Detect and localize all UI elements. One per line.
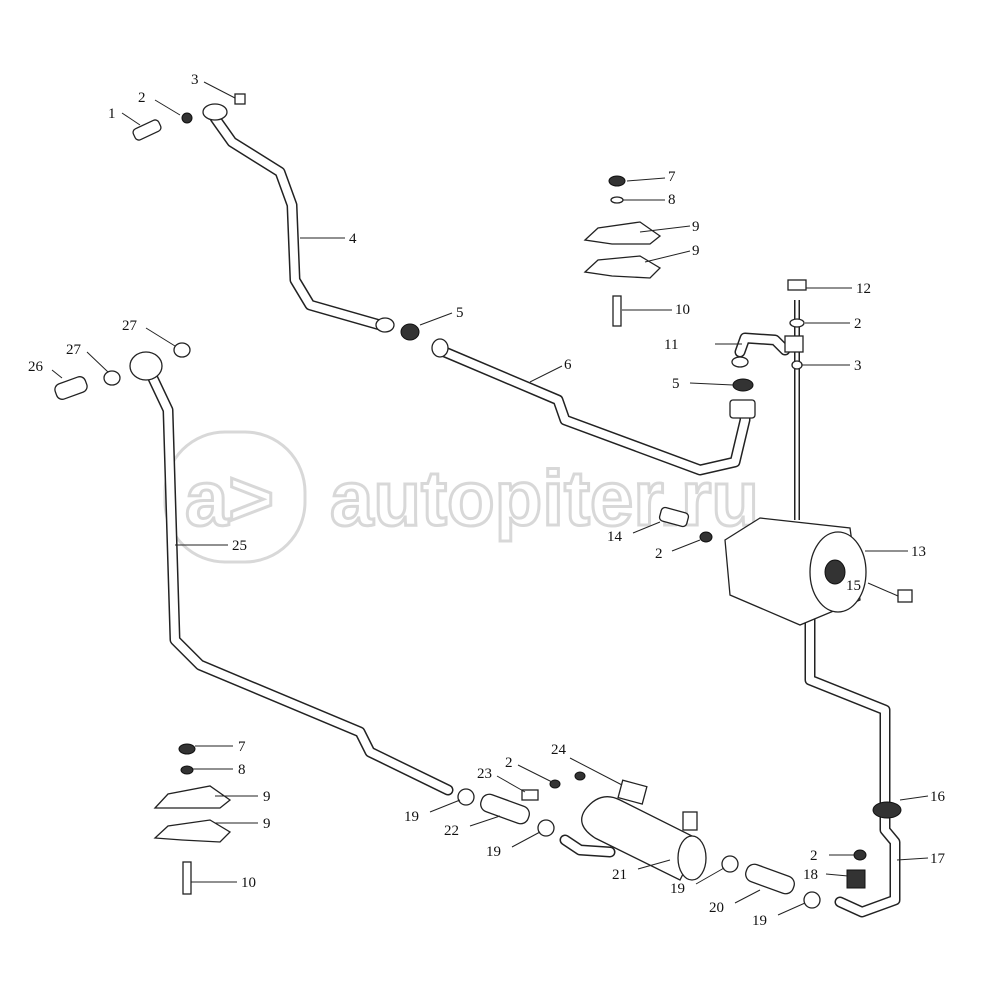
leader-line — [51, 369, 63, 379]
leader-line — [734, 889, 761, 904]
part-label: 8 — [668, 192, 676, 208]
pipe-inner — [211, 114, 384, 329]
leader-line — [637, 859, 671, 870]
leader-line — [517, 764, 553, 783]
part-label: 23 — [477, 766, 492, 782]
leader-line — [121, 112, 141, 126]
part-label: 9 — [692, 243, 700, 259]
part-label: 18 — [803, 867, 818, 883]
part-label: 25 — [232, 538, 247, 554]
leader-line — [644, 250, 691, 263]
leader-line — [569, 757, 623, 786]
part-label: 5 — [456, 305, 464, 321]
pipe-inner — [146, 368, 452, 794]
part-label: 7 — [668, 169, 676, 185]
leader-lines — [51, 81, 929, 916]
leader-line — [511, 831, 541, 848]
pipe-inner — [561, 836, 614, 856]
part-label: 16 — [930, 789, 946, 805]
leader-line — [145, 327, 176, 347]
part-label: 4 — [349, 231, 357, 247]
part-label: 1 — [108, 106, 116, 122]
leader-line — [825, 873, 849, 877]
leader-line — [689, 382, 734, 386]
part-label: 8 — [238, 762, 246, 778]
leader-line — [671, 539, 701, 552]
part-label: 27 — [122, 318, 138, 334]
leader-line — [867, 582, 899, 597]
part-label: 24 — [551, 742, 567, 758]
part-label: 19 — [486, 844, 501, 860]
leader-line — [419, 312, 453, 326]
pipe-inner — [806, 611, 899, 916]
part-label: 3 — [854, 358, 862, 374]
leader-line — [429, 799, 461, 813]
part-label: 9 — [692, 219, 700, 235]
part-label: 2 — [655, 546, 663, 562]
pipe — [144, 366, 454, 796]
part-label: 21 — [612, 867, 627, 883]
part-label: 2 — [138, 90, 146, 106]
part-label: 2 — [854, 316, 862, 332]
leader-line — [639, 225, 691, 233]
parts — [54, 93, 913, 909]
part-label: 12 — [856, 281, 871, 297]
part-label: 19 — [670, 881, 685, 897]
leader-line — [777, 902, 806, 916]
leader-line — [899, 795, 929, 801]
watermark-logo: a> — [185, 454, 274, 542]
part-label: 19 — [404, 809, 419, 825]
leader-line — [529, 365, 563, 383]
part-label: 9 — [263, 789, 271, 805]
leader-line — [86, 351, 109, 373]
pipe-inner — [736, 334, 789, 356]
leader-line — [896, 857, 929, 861]
part-label: 20 — [709, 900, 724, 916]
part-label: 7 — [238, 739, 246, 755]
part-label: 9 — [263, 816, 271, 832]
watermark: a> autopiter.ru — [163, 430, 761, 564]
part-label: 14 — [607, 529, 623, 545]
part-label: 13 — [911, 544, 926, 560]
part-label: 22 — [444, 823, 459, 839]
leader-line — [695, 867, 725, 885]
part-label: 27 — [66, 342, 82, 358]
part-label: 3 — [191, 72, 199, 88]
part-label: 6 — [564, 357, 572, 373]
part-label: 19 — [752, 913, 767, 929]
part-label: 2 — [810, 848, 818, 864]
part-label: 2 — [505, 755, 513, 771]
part-label: 15 — [846, 578, 861, 594]
leader-line — [496, 775, 526, 793]
pipe-inner — [436, 346, 749, 474]
part-label: 10 — [675, 302, 690, 318]
leader-line — [469, 815, 501, 827]
leader-line — [154, 99, 181, 116]
leader-line — [632, 521, 661, 534]
part-label: 17 — [930, 851, 946, 867]
part-label: 5 — [672, 376, 680, 392]
leader-line — [626, 177, 666, 182]
part-label: 10 — [241, 875, 256, 891]
part-label: 26 — [28, 359, 44, 375]
part-label: 11 — [664, 337, 678, 353]
leader-line — [203, 81, 236, 99]
